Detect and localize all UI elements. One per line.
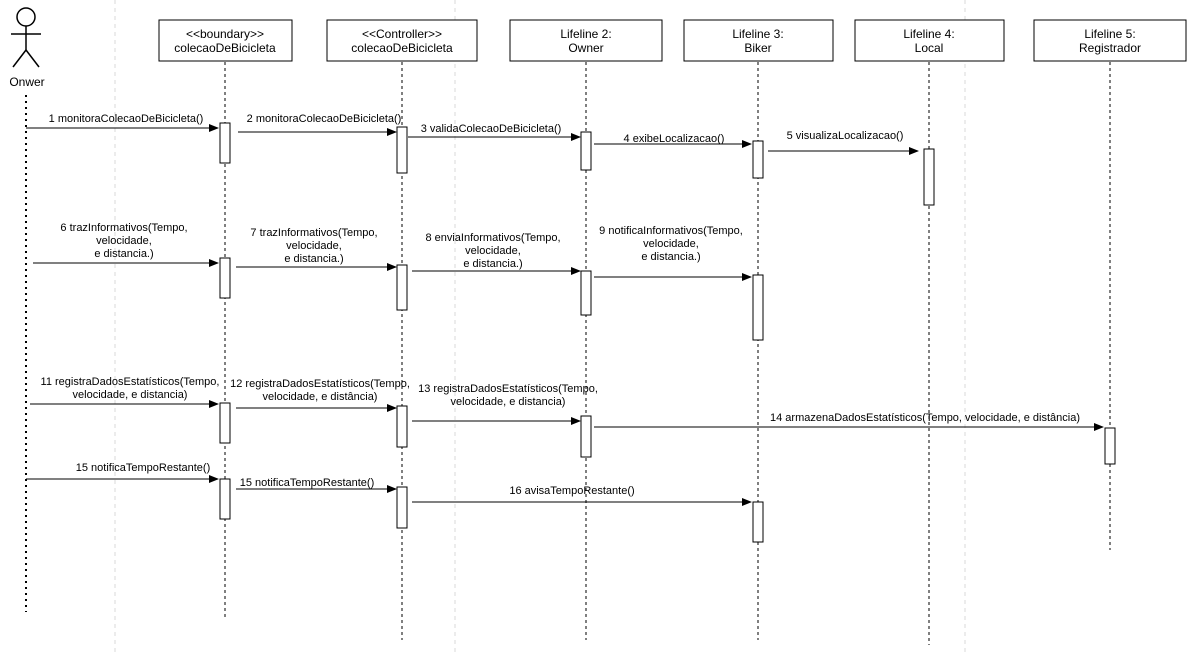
message-label: 9 notificaInformativos(Tempo, — [599, 225, 743, 237]
lifeline-header-label: Local — [915, 41, 944, 55]
message-label: 14 armazenaDadosEstatísticos(Tempo, velo… — [770, 412, 1080, 424]
message-15: 15 notificaTempoRestante() — [236, 477, 397, 493]
message-label: velocidade, e distancia) — [73, 389, 188, 401]
lifeline-header-box — [509, 19, 663, 62]
activation-bar-boundary — [219, 122, 231, 164]
lifeline-header-box — [158, 19, 293, 62]
message-label: velocidade, — [465, 245, 521, 257]
messages: 1 monitoraColecaoDeBicicleta() 2 monitora… — [26, 113, 1104, 506]
lifeline-header-label: colecaoDeBicicleta — [351, 41, 453, 55]
lifeline-local: Lifeline 4:Local — [854, 19, 1005, 645]
message-label: 15 notificaTempoRestante() — [76, 462, 211, 474]
message-4: 4 exibeLocalizacao() — [594, 133, 752, 148]
lifeline-header-label: Owner — [568, 41, 603, 55]
activation-bar-controller — [396, 126, 408, 174]
lifeline-header-label: Biker — [744, 41, 771, 55]
message-label: e distancia.) — [284, 253, 343, 265]
activations — [219, 122, 1116, 543]
message-label: e distancia.) — [94, 248, 153, 260]
message-16: 16 avisaTempoRestante() — [412, 485, 752, 506]
message-3: 3 validaColecaoDeBicicleta() — [408, 123, 581, 141]
actor-name: Onwer — [9, 75, 44, 89]
message-label: velocidade, — [286, 240, 342, 252]
message-label: velocidade, e distância) — [263, 391, 378, 403]
lifeline-header-box — [1033, 19, 1187, 62]
activation-bar-controller — [396, 405, 408, 448]
activation-bar-owner — [580, 270, 592, 316]
activation-bar-biker — [752, 501, 764, 543]
lifeline-owner: Lifeline 2:Owner — [509, 19, 663, 640]
message-2: 2 monitoraColecaoDeBicicleta() — [238, 113, 402, 136]
actor-left-leg — [12, 49, 27, 68]
message-13: 14 armazenaDadosEstatísticos(Tempo, velo… — [594, 412, 1104, 431]
activation-bar-biker — [752, 274, 764, 341]
message-9: 9 notificaInformativos(Tempo,velocidade,… — [594, 225, 752, 281]
activation-bar-owner — [580, 415, 592, 458]
message-6: 6 trazInformativos(Tempo,velocidade,e di… — [33, 222, 219, 267]
message-label: 13 registraDadosEstatísticos(Tempo, — [418, 383, 598, 395]
activation-bar-boundary — [219, 257, 231, 299]
lifeline-header-label: Lifeline 2: — [560, 27, 611, 41]
message-label: 15 notificaTempoRestante() — [240, 477, 375, 489]
lifelines: <<boundary>>colecaoDeBicicleta<<Controll… — [25, 19, 1187, 645]
lifeline-header-box — [326, 19, 478, 62]
activation-bar-local — [923, 148, 935, 206]
message-label: velocidade, — [643, 238, 699, 250]
lifeline-header-label: Lifeline 3: — [732, 27, 783, 41]
lifeline-registrador: Lifeline 5:Registrador — [1033, 19, 1187, 550]
lifeline-controller: <<Controller>>colecaoDeBicicleta — [326, 19, 478, 640]
message-11: 12 registraDadosEstatísticos(Tempo,veloc… — [230, 378, 410, 412]
message-label: 12 registraDadosEstatísticos(Tempo, — [230, 378, 410, 390]
message-10: 11 registraDadosEstatísticos(Tempo,veloc… — [30, 376, 220, 408]
lifeline-header-label: Registrador — [1079, 41, 1141, 55]
message-12: 13 registraDadosEstatísticos(Tempo,veloc… — [412, 383, 598, 425]
lifeline-header-box — [854, 19, 1005, 62]
lifeline-header-label: <<boundary>> — [186, 27, 264, 41]
activation-bar-registrador — [1104, 427, 1116, 465]
actor-head — [16, 7, 36, 27]
message-label: velocidade, — [96, 235, 152, 247]
background-grid — [114, 0, 966, 653]
activation-bar-boundary — [219, 478, 231, 520]
message-8: 8 enviaInformativos(Tempo,velocidade,e d… — [412, 232, 581, 275]
message-label: 1 monitoraColecaoDeBicicleta() — [49, 113, 204, 125]
message-14: 15 notificaTempoRestante() — [26, 462, 219, 483]
message-1: 1 monitoraColecaoDeBicicleta() — [26, 113, 219, 132]
message-label: velocidade, e distancia) — [451, 396, 566, 408]
message-label: e distancia.) — [641, 251, 700, 263]
message-label: 4 exibeLocalizacao() — [624, 133, 725, 145]
activation-bar-biker — [752, 140, 764, 179]
message-label: e distancia.) — [463, 258, 522, 270]
message-5: 5 visualizaLocalizacao() — [768, 130, 919, 155]
lifeline-header-label: colecaoDeBicicleta — [174, 41, 276, 55]
message-label: 7 trazInformativos(Tempo, — [250, 227, 377, 239]
lifeline-header-label: Lifeline 4: — [903, 27, 954, 41]
activation-bar-boundary — [219, 402, 231, 444]
message-label: 6 trazInformativos(Tempo, — [60, 222, 187, 234]
message-label: 16 avisaTempoRestante() — [509, 485, 634, 497]
lifeline-header-label: Lifeline 5: — [1084, 27, 1135, 41]
lifeline-header-label: <<Controller>> — [362, 27, 442, 41]
actor-onwer: Onwer — [9, 7, 45, 89]
lifeline-biker: Lifeline 3:Biker — [683, 19, 834, 640]
message-label: 5 visualizaLocalizacao() — [787, 130, 904, 142]
activation-bar-owner — [580, 131, 592, 171]
activation-bar-controller — [396, 486, 408, 529]
lifeline-header-box — [683, 19, 834, 62]
activation-bar-controller — [396, 264, 408, 311]
message-label: 8 enviaInformativos(Tempo, — [425, 232, 560, 244]
message-label: 3 validaColecaoDeBicicleta() — [421, 123, 562, 135]
message-label: 2 monitoraColecaoDeBicicleta() — [247, 113, 402, 125]
message-label: 11 registraDadosEstatísticos(Tempo, — [41, 376, 220, 388]
lifeline-boundary: <<boundary>>colecaoDeBicicleta — [158, 19, 293, 620]
message-7: 7 trazInformativos(Tempo,velocidade,e di… — [236, 227, 397, 271]
actor-right-leg — [25, 49, 40, 68]
